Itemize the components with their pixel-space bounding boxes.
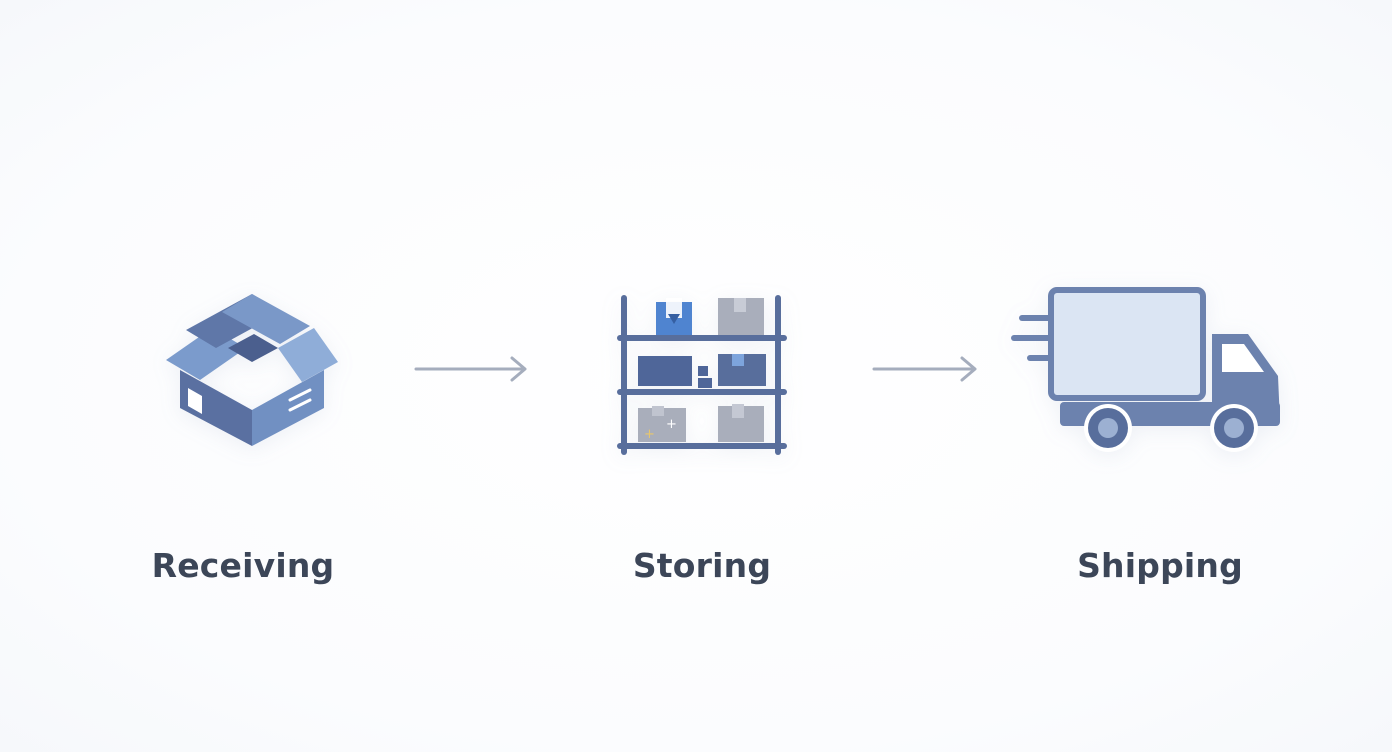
delivery-truck-icon [1008,284,1288,454]
warehouse-shelf-icon: + + [612,292,792,456]
arrow-right-icon [414,356,527,382]
step-label-storing: Storing [632,546,772,585]
step-label-shipping: Shipping [1077,546,1243,585]
svg-text:+: + [644,427,655,442]
step-label-receiving: Receiving [151,546,335,585]
arrow-right-icon [872,356,977,382]
svg-text:+: + [666,417,677,432]
open-box-icon [160,290,344,456]
